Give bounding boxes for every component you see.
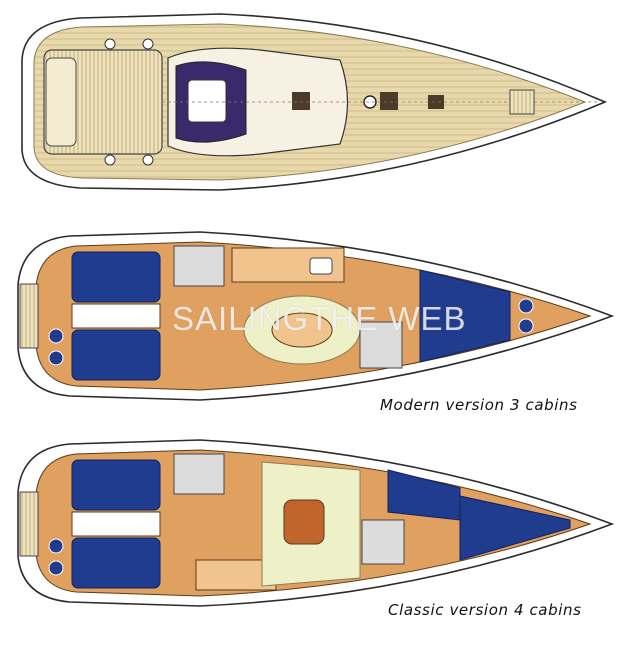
deck-hatch-1 <box>292 92 310 110</box>
winch-icon <box>142 154 154 166</box>
deck-anchor-well <box>509 89 535 115</box>
fender-icon <box>518 298 534 314</box>
winch-icon <box>142 38 154 50</box>
modern-aft-berth-port <box>71 251 161 303</box>
caption-modern-version: Modern version 3 cabins <box>380 396 578 414</box>
modern-saloon-table <box>271 312 333 348</box>
classic-transom-platform <box>19 491 39 557</box>
winch-icon <box>104 38 116 50</box>
modern-aft-corridor <box>71 303 161 329</box>
modern-forward-berth <box>419 269 511 363</box>
classic-forward-berth <box>459 495 571 561</box>
deck-mast <box>363 95 377 109</box>
classic-layout-plan <box>17 439 615 607</box>
classic-head-forward <box>361 519 405 565</box>
modern-aft-berth-starboard <box>71 329 161 381</box>
deck-plan <box>21 13 608 191</box>
deck-hatch-2 <box>380 92 398 110</box>
deck-companionway <box>187 79 227 123</box>
fender-icon <box>48 350 64 366</box>
modern-head-forward <box>359 321 403 369</box>
classic-aft-berth-port <box>71 459 161 511</box>
classic-head-aft <box>173 453 225 495</box>
modern-sink <box>309 257 333 275</box>
classic-aft-berth-starboard <box>71 537 161 589</box>
classic-saloon-table <box>283 499 325 545</box>
fender-icon <box>48 538 64 554</box>
classic-aft-corridor <box>71 511 161 537</box>
modern-layout-plan <box>17 231 615 401</box>
fender-icon <box>48 328 64 344</box>
deck-hatch-3 <box>428 95 444 109</box>
modern-transom-platform <box>19 283 39 349</box>
fender-icon <box>48 560 64 576</box>
deck-helm-seat <box>45 57 77 147</box>
caption-classic-version: Classic version 4 cabins <box>388 601 582 619</box>
winch-icon <box>104 154 116 166</box>
modern-head-aft <box>173 245 225 287</box>
watermark-text: SAILINGTHE WEB <box>172 300 467 337</box>
fender-icon <box>518 318 534 334</box>
